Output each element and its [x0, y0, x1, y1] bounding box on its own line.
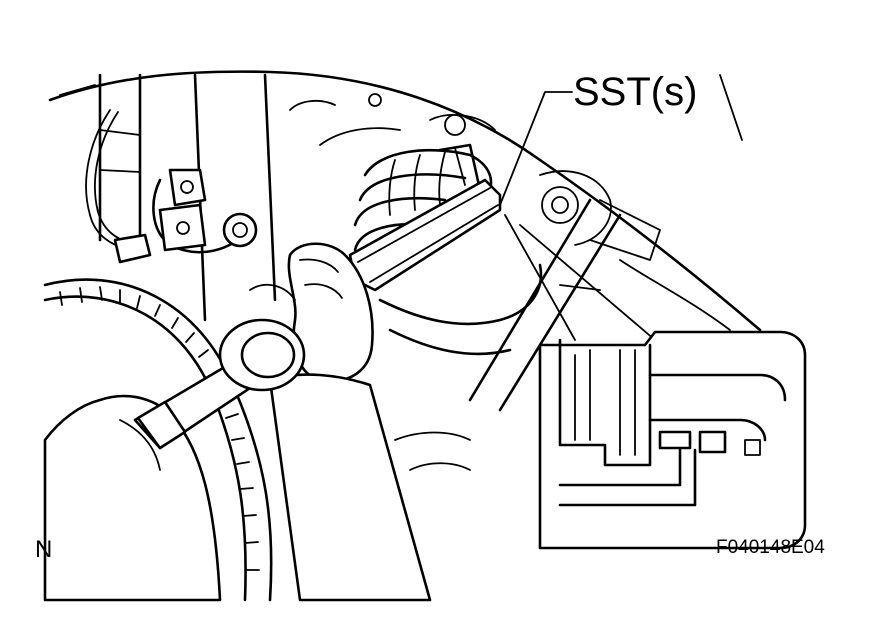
hand — [249, 242, 432, 602]
callout-leader — [499, 91, 573, 206]
figure-code-label: F040148E04 — [716, 537, 825, 558]
sensor-wire — [85, 109, 152, 264]
sst-callout-label: SST(s) — [573, 70, 698, 114]
detail-magnifier — [504, 214, 807, 550]
slide-hammer — [133, 318, 306, 450]
sst-tool — [348, 178, 502, 292]
fender-details — [394, 259, 731, 471]
view-indicator-label: N — [35, 536, 53, 563]
arm-sleeve — [43, 394, 222, 602]
drive-shaft-boot — [353, 143, 493, 252]
steering-knuckle — [289, 93, 543, 356]
strut-assembly — [98, 73, 277, 322]
